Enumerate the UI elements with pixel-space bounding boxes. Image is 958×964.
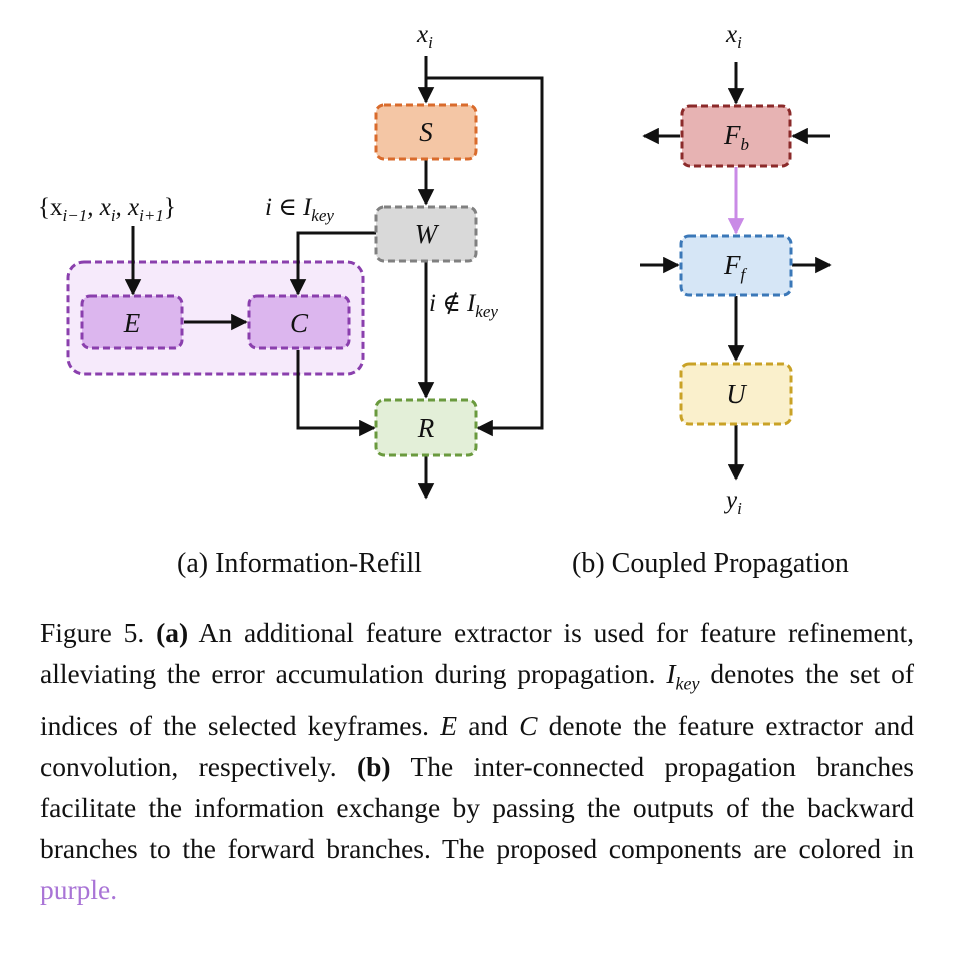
node-e: E [80, 294, 184, 350]
output-y-i: yi [723, 487, 742, 518]
figure-caption: Figure 5. (a) An additional feature extr… [40, 612, 914, 910]
caption-part-b-label: (b) [356, 750, 391, 782]
caption-ikey-symbol: Ikey [666, 658, 700, 694]
caption-part-a-text-3: and [457, 709, 520, 741]
caption-c-symbol: C [519, 709, 538, 741]
diagram-b: Fb Ff U xi yi [640, 21, 832, 518]
node-s: S [374, 103, 478, 161]
caption-part-a-text-1: An additional feature extractor is used … [40, 617, 914, 689]
caption-accent-word: purple. [40, 873, 118, 905]
node-r: R [374, 398, 478, 457]
node-w: W [374, 205, 478, 263]
edge-w-to-c [289, 231, 376, 296]
node-s-label: S [419, 117, 433, 147]
subcaption-b: (b) Coupled Propagation [572, 548, 849, 579]
edge-c-to-r [296, 350, 376, 437]
node-u: U [679, 362, 793, 426]
subcaption-a: (a) Information-Refill [177, 548, 422, 579]
caption-part-b-text: The inter-connected propagation branches… [40, 750, 914, 864]
diagram-a: S W E C R xi {xi−1, xi, xi+1} i ∈ Ikey i… [38, 21, 544, 500]
node-c-label: C [290, 308, 309, 338]
node-c: C [247, 294, 351, 350]
figure-diagram: S W E C R xi {xi−1, xi, xi+1} i ∈ Ikey i… [38, 21, 832, 518]
caption-part-a-label: (a) [156, 617, 189, 648]
condition-in-ikey: i ∈ Ikey [265, 194, 334, 225]
edge-input-bypass-to-r [426, 76, 544, 437]
input-x-i-a: xi [416, 21, 433, 52]
input-frame-set: {xi−1, xi, xi+1} [38, 194, 176, 225]
node-e-label: E [123, 308, 141, 338]
node-ff: Ff [679, 234, 793, 297]
node-u-label: U [726, 379, 747, 409]
caption-e-symbol: E [440, 709, 458, 741]
node-fb: Fb [680, 104, 792, 168]
input-x-i-b: xi [725, 21, 742, 52]
node-fb-label: Fb [723, 120, 749, 154]
caption-figure-label: Figure 5. [40, 617, 145, 648]
caption-part-a-text-2: denotes the set of indices of the select… [40, 658, 914, 741]
condition-not-in-ikey: i ∉ Ikey [429, 290, 498, 321]
node-r-label: R [417, 413, 435, 443]
caption-part-a-text-4: denote the feature extractor and convolu… [40, 709, 914, 782]
node-w-label: W [415, 219, 440, 249]
node-ff-label: Ff [723, 250, 748, 284]
